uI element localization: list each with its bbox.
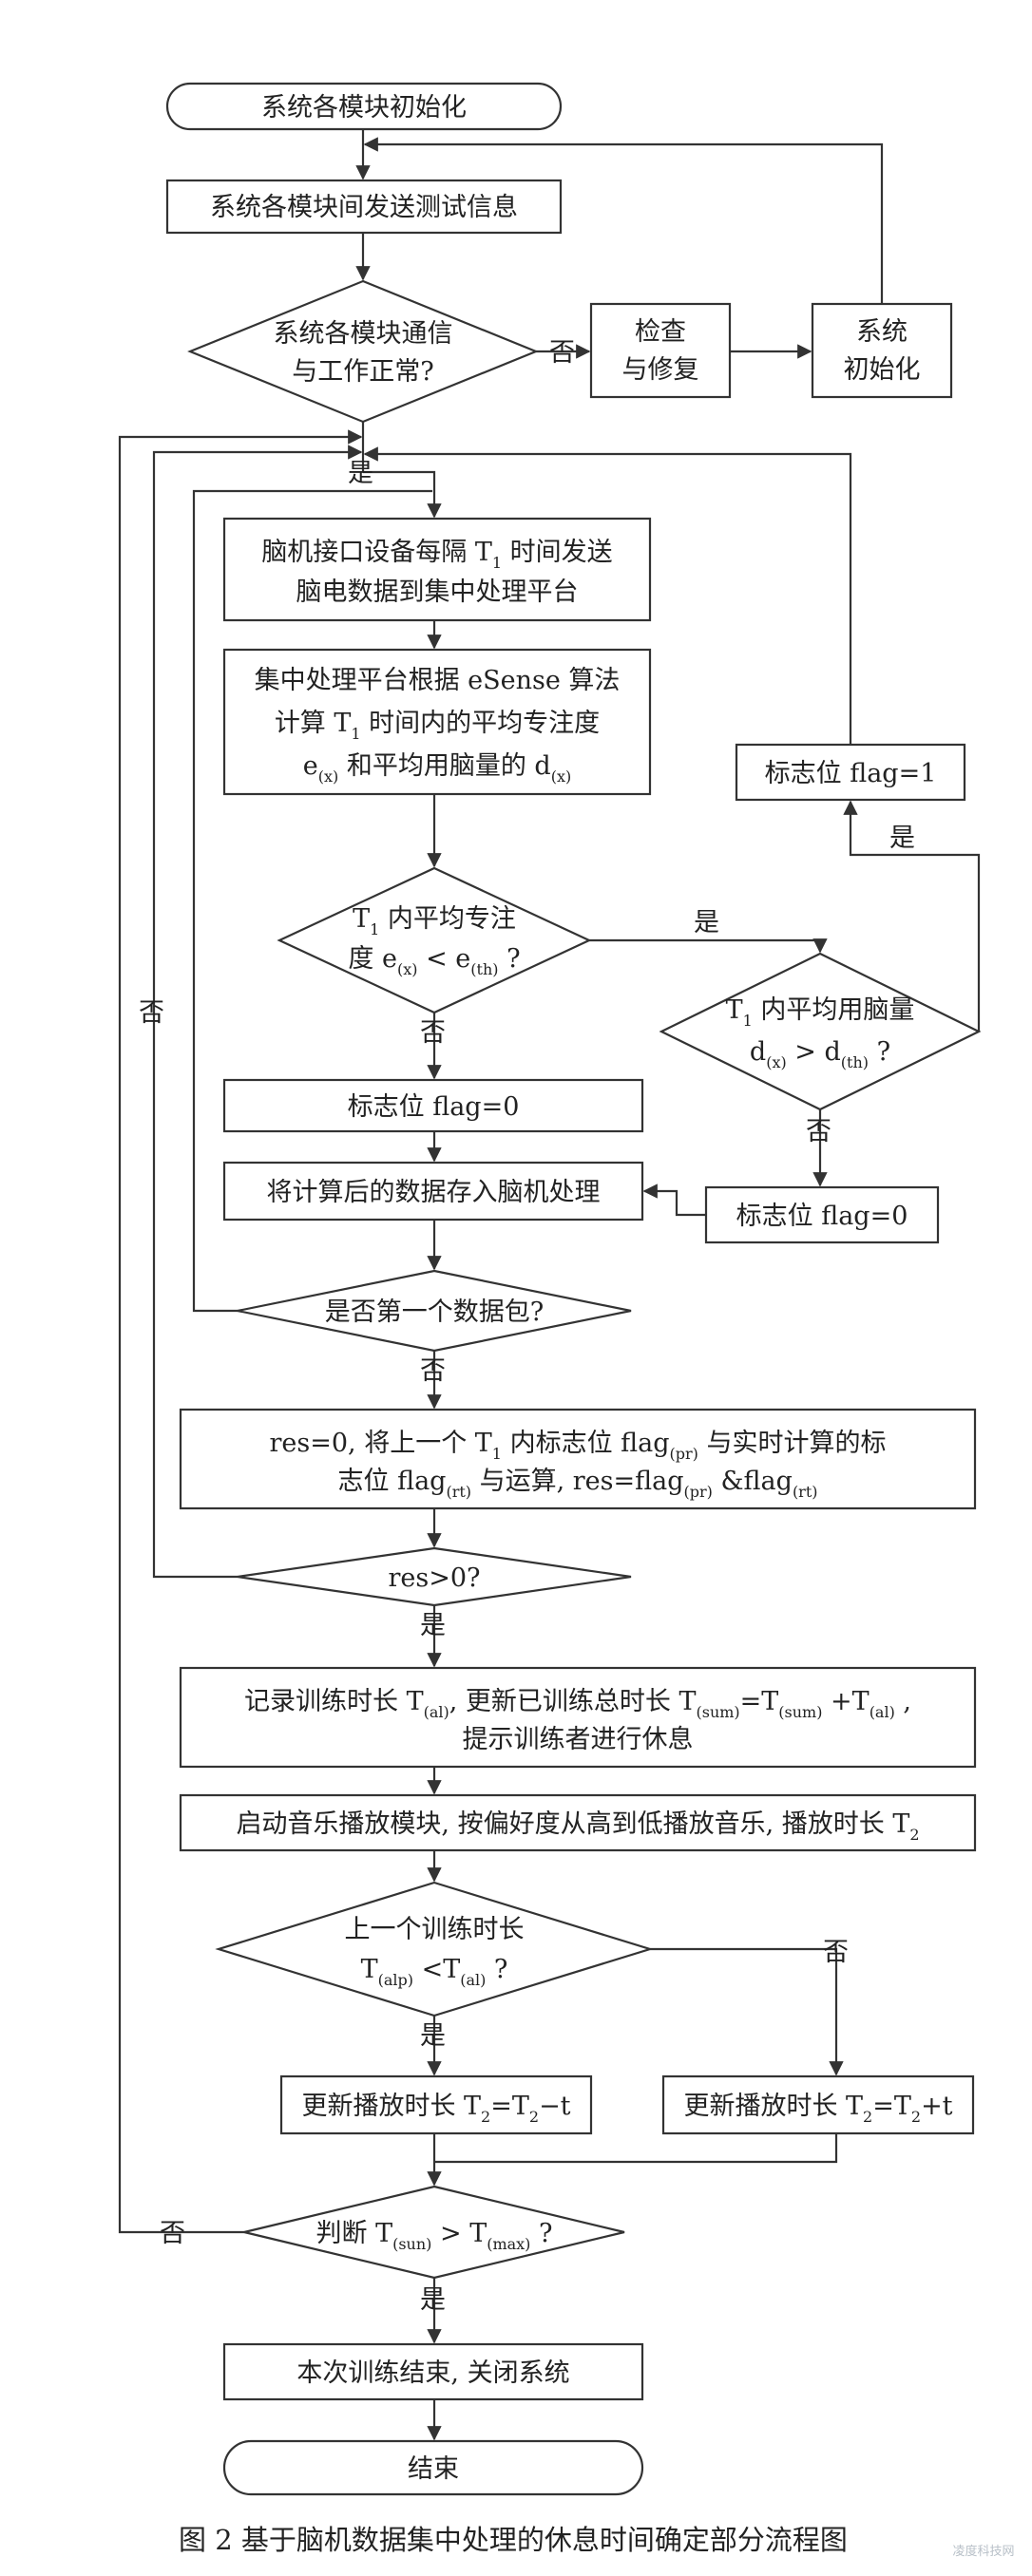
send-test-label: 系统各模块间发送测试信息 xyxy=(210,193,518,222)
brain-line1: T1 内平均用脑量 xyxy=(726,995,915,1030)
figure-caption: 图 2 基于脑机数据集中处理的休息时间确定部分流程图 xyxy=(179,2524,848,2556)
res-calc-line1: res=0, 将上一个 T1 内标志位 flag(pr) 与实时计算的标 xyxy=(269,1429,886,1463)
attn-decision xyxy=(277,866,592,1014)
check-comm-line2: 与工作正常? xyxy=(292,357,433,387)
record-line2: 提示训练者进行休息 xyxy=(463,1725,694,1754)
upd-plus-box xyxy=(661,2074,975,2135)
label-total-yes: 是 xyxy=(420,2285,446,2315)
inspect-line2: 与修复 xyxy=(622,355,699,385)
send-eeg-line2: 脑电数据到集中处理平台 xyxy=(296,578,579,607)
start-label: 系统各模块初始化 xyxy=(261,93,467,123)
arrow-prev-no xyxy=(650,1947,844,2076)
record-line1: 记录训练时长 T(al), 更新已训练总时长 T(sum)=T(sum) +T(… xyxy=(244,1687,911,1721)
end-terminal xyxy=(222,2439,644,2496)
label-brain-no: 否 xyxy=(806,1117,831,1146)
check-comm-line1: 系统各模块通信 xyxy=(274,319,453,349)
label-check-no: 否 xyxy=(549,338,575,368)
label-prev-no: 否 xyxy=(823,1938,849,1967)
sys-init-line2: 初始化 xyxy=(844,355,921,385)
arrow-flag0r-to-store xyxy=(642,1184,706,1217)
res-calc-line2: 志位 flag(rt) 与运算, res=flag(pr) &flag(rt) xyxy=(337,1467,817,1501)
upd-minus-box xyxy=(279,2074,593,2135)
store-label: 将计算后的数据存入脑机处理 xyxy=(267,1178,601,1207)
finish-box xyxy=(222,2342,644,2401)
calc-line3: e(x) 和平均用脑量的 d(x) xyxy=(303,751,571,786)
flag1-label: 标志位 flag=1 xyxy=(765,759,937,788)
prev-decision xyxy=(215,1881,654,2017)
label-total-no: 否 xyxy=(160,2219,185,2248)
res-calc-box xyxy=(179,1408,977,1510)
calc-line1: 集中处理平台根据 eSense 算法 xyxy=(255,666,621,695)
sys-init-line1: 系统 xyxy=(856,317,908,347)
arrow-brain-yes xyxy=(843,800,981,1032)
flag1-box xyxy=(735,743,966,802)
first-pkt-label: 是否第一个数据包? xyxy=(325,1297,544,1327)
store-box xyxy=(222,1161,644,1222)
label-check-yes: 是 xyxy=(348,459,373,488)
label-prev-yes: 是 xyxy=(420,2021,446,2051)
prev-line2: T(alp) <T(al) ? xyxy=(361,1955,508,1989)
arrow-plus-to-total xyxy=(434,2133,838,2164)
calc-line2: 计算 T1 时间内的平均专注度 xyxy=(275,709,600,743)
upd-minus-label: 更新播放时长 T2=T2−t xyxy=(301,2092,570,2126)
finish-label: 本次训练结束, 关闭系统 xyxy=(296,2358,569,2388)
arrow-total-no-loop xyxy=(118,429,363,2234)
attn-line1: T1 内平均专注 xyxy=(353,904,516,938)
arrow-res-no-loop xyxy=(152,445,363,1579)
watermark: 凌度科技网 xyxy=(952,2544,1014,2559)
prev-line1: 上一个训练时长 xyxy=(345,1915,525,1944)
arrow-init-loop-back xyxy=(363,137,884,304)
attn-line2: 度 e(x) < e(th) ? xyxy=(348,944,520,978)
music-box xyxy=(179,1793,977,1852)
inspect-box xyxy=(589,302,732,399)
label-first-no: 否 xyxy=(420,1356,446,1386)
brain-line2: d(x) > d(th) ? xyxy=(750,1037,890,1071)
res-dec-label: res>0? xyxy=(388,1563,480,1593)
arrow-to-send-eeg xyxy=(363,470,442,519)
flag0-left-box xyxy=(222,1078,644,1133)
arrow-attn-yes xyxy=(589,938,828,954)
music-label: 启动音乐播放模块, 按偏好度从高到低播放音乐, 播放时长 T2 xyxy=(236,1809,919,1844)
end-label: 结束 xyxy=(408,2454,459,2484)
upd-plus-label: 更新播放时长 T2=T2+t xyxy=(683,2092,952,2126)
flag0-left-label: 标志位 flag=0 xyxy=(348,1092,520,1122)
send-eeg-box xyxy=(222,517,652,622)
flag0-right-label: 标志位 flag=0 xyxy=(736,1202,908,1231)
label-res-yes: 是 xyxy=(420,1611,446,1640)
inspect-line1: 检查 xyxy=(635,317,686,347)
label-first-yes: 否 xyxy=(139,998,164,1028)
calc-box xyxy=(222,648,652,796)
label-brain-yes: 是 xyxy=(889,824,915,853)
label-attn-no: 否 xyxy=(420,1018,446,1048)
send-test-box xyxy=(165,179,563,235)
arrow-first-yes-loop xyxy=(192,489,432,1313)
total-dec-label: 判断 T(sun) > T(max) ? xyxy=(316,2219,553,2253)
check-comm-decision xyxy=(187,279,539,424)
arrow-flag1-loop xyxy=(363,446,852,745)
label-attn-yes: 是 xyxy=(694,908,719,938)
brain-decision xyxy=(659,952,982,1111)
sys-init-box xyxy=(811,302,953,399)
send-eeg-line1: 脑机接口设备每隔 T1 时间发送 xyxy=(261,538,612,572)
record-box xyxy=(179,1666,977,1769)
